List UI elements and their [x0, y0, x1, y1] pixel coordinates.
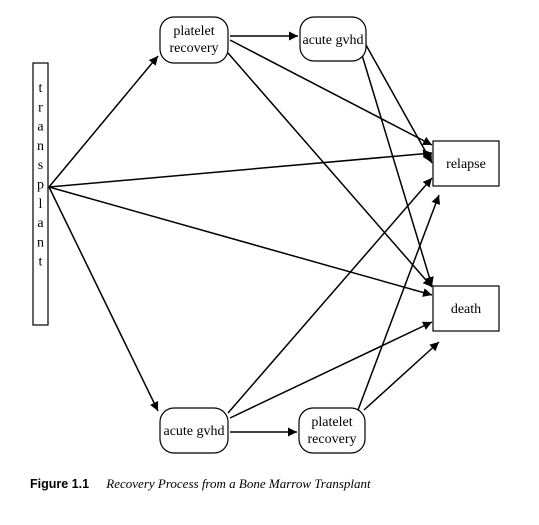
node-relapse: relapse [432, 140, 500, 187]
relapse-label: relapse [446, 157, 486, 172]
transplant-letter: r [38, 100, 43, 115]
edges-layer [48, 31, 441, 437]
arrow-platelet-recovery-top-to-death [227, 52, 433, 288]
node-platelet-recovery-top: platelet recovery [159, 16, 229, 64]
transplant-letter: p [37, 178, 44, 193]
death-label: death [451, 302, 481, 317]
transplant-letter: n [37, 235, 44, 250]
acute-gvhd-bottom-label: acute gvhd [163, 424, 224, 439]
arrow-acute-gvhd-bottom-to-death [229, 321, 433, 419]
platelet-recovery-bottom-line-1: platelet [311, 415, 352, 430]
arrow-acute-gvhd-top-to-relapse [365, 44, 433, 164]
node-acute-gvhd-bottom: acute gvhd [159, 407, 229, 454]
node-death: death [432, 285, 500, 332]
arrow-transplant-to-relapse [48, 149, 433, 188]
transplant-letter: a [37, 120, 44, 135]
transplant-letter: a [37, 216, 44, 231]
platelet-recovery-top-line-1: platelet [173, 24, 214, 39]
figure-caption-text: Recovery Process from a Bone Marrow Tran… [106, 476, 371, 491]
transplant-letter: t [39, 255, 43, 270]
figure-label: Figure 1.1 [30, 477, 90, 491]
arrow-acute-gvhd-top-to-death [361, 54, 434, 287]
arrow-acute-gvhd-bottom-to-relapse [227, 177, 433, 414]
arrow-transplant-to-acute-gvhd-bottom [48, 186, 159, 412]
transplant-letter: l [39, 197, 43, 212]
node-platelet-recovery-bottom: platelet recovery [298, 407, 366, 454]
transplant-letter: t [39, 81, 43, 96]
arrow-transplant-to-platelet-recovery-top [48, 55, 159, 188]
arrow-transplant-to-death [48, 186, 433, 297]
platelet-recovery-bottom-line-2: recovery [308, 432, 357, 447]
transplant-letter: n [37, 139, 44, 154]
transplant-letter: s [38, 158, 43, 173]
arrow-platelet-recovery-bottom-to-death [363, 341, 440, 411]
arrow-platelet-recovery-bottom-to-relapse [357, 194, 441, 411]
arrow-platelet-recovery-top-to-relapse [229, 39, 433, 146]
platelet-recovery-top-line-2: recovery [170, 41, 219, 56]
node-acute-gvhd-top: acute gvhd [299, 16, 367, 62]
figure-caption: Figure 1.1 Recovery Process from a Bone … [30, 476, 371, 492]
acute-gvhd-top-label: acute gvhd [302, 33, 363, 48]
